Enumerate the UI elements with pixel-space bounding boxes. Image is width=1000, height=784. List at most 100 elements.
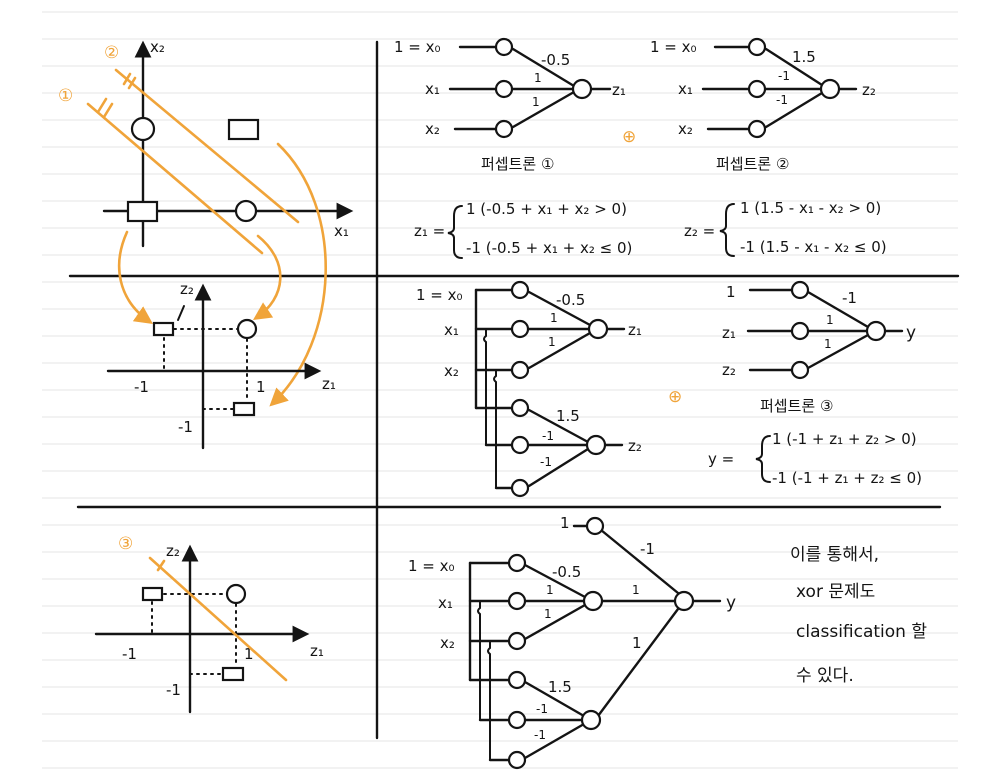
p3-plot-tick-neg1-y: -1 [166,681,181,699]
full-top-bias-label: 1 [560,514,570,532]
p3-plot-box-top [141,586,164,602]
full-output-neuron [673,590,695,612]
p2-weight-x1: -1 [778,69,790,83]
p1-x2-label: x₂ [425,120,440,138]
full-weight-h1-x1: 1 [546,583,554,597]
x1-axis-label: x₁ [334,222,349,240]
separator-line-3 [148,556,288,682]
mid-bias-label: 1 = x₀ [416,286,463,304]
p2-x2-label: x₂ [678,120,693,138]
mid-top-output-label: z₁ [628,321,642,339]
z1-case-positive: 1 (-0.5 + x₁ + x₂ > 0) [466,200,627,218]
mapping-arrows [117,142,327,407]
p3-plot-tick-pos1-x: 1 [244,645,254,663]
z-plane-separator-plot: z₁ z₂ -1 1 -1 ③ [94,534,324,714]
marker-two: ② [104,43,119,63]
conclusion-note: 이를 통해서, xor 문제도 classification 할 수 있다. [790,545,927,686]
p3-weight-z1: 1 [826,313,834,327]
full-hidden-neuron-1 [582,590,604,612]
y-case-negative: -1 (-1 + z₁ + z₂ ≤ 0) [772,469,922,487]
marker-three: ③ [118,534,133,554]
p3-weight-bias: -1 [842,289,857,307]
mid-top-weight-x1: 1 [550,311,558,325]
separator-line-1 [86,102,264,255]
full-weight-h2-bias: 1.5 [548,678,572,696]
mid-x2-label: x₂ [444,362,459,380]
p2-x1-label: x₁ [678,80,693,98]
p3-plot-tick-neg1-x: -1 [122,645,137,663]
conclusion-line-2: xor 문제도 [796,582,875,602]
p3-caption: 퍼셉트론 ③ [760,397,833,415]
full-weight-h1-bias: -0.5 [552,563,581,581]
mid-bottom-weight-x1: -1 [542,429,554,443]
xor-input-plot: x₁ x₂ ① ② [58,38,354,255]
p3-bias-label: 1 [726,283,736,301]
p2-weight-x2: -1 [776,93,788,107]
plus-sign-middle: ⊕ [668,387,682,407]
p1-weight-x1: 1 [534,71,542,85]
mid-x1-label: x₁ [444,321,459,339]
p1-weight-x2: 1 [532,95,540,109]
mid-top-weight-bias: -0.5 [556,291,585,309]
point-box-1-1 [227,118,260,141]
full-hidden-neuron-2 [580,709,602,731]
z2-case-negative: -1 (1.5 - x₁ - x₂ ≤ 0) [740,238,887,256]
mapped-box-bottom [232,401,256,417]
p3-output-neuron [865,320,887,342]
perceptron-2-diagram: 1 = x₀ x₁ x₂ 1.5 -1 -1 z₂ 퍼셉트론 ② [650,37,876,173]
z-plane-mapped-plot: z₁ z₂ -1 1 -1 [106,280,336,450]
conclusion-line-4: 수 있다. [796,666,854,686]
p3-z2-label: z₂ [722,361,736,379]
p2-output-neuron [819,78,841,100]
y-formula-lhs: y = [708,450,734,468]
formula-y: y = 1 (-1 + z₁ + z₂ > 0) -1 (-1 + z₁ + z… [708,430,922,487]
p3-plot-z1-axis-label: z₁ [310,642,324,660]
z1-formula-lhs: z₁ = [414,222,445,240]
plus-sign-top: ⊕ [622,127,636,147]
perceptron-3-diagram: 1 z₁ z₂ -1 1 1 y 퍼셉트론 ③ [722,280,916,415]
full-weight-h1-x2: 1 [544,607,552,621]
point-circle-0-1 [130,116,156,142]
point-box-0-0 [126,200,159,223]
z2-case-positive: 1 (1.5 - x₁ - x₂ > 0) [740,199,881,217]
y-case-positive: 1 (-1 + z₁ + z₂ > 0) [772,430,917,448]
conclusion-line-3: classification 할 [796,622,927,642]
mid-bottom-output-label: z₂ [628,437,642,455]
perceptron-1-diagram: 1 = x₀ x₁ x₂ -0.5 1 1 z₁ 퍼셉트론 ① [394,37,626,173]
x2-axis-label: x₂ [150,38,165,56]
full-x2-label: x₂ [440,634,455,652]
marker-one: ① [58,86,73,106]
full-weight-out-h2: 1 [632,634,642,652]
p2-bias-label: 1 = x₀ [650,38,697,56]
mid-bottom-weight-x2: -1 [540,455,552,469]
z2-axis-label: z₂ [180,280,194,298]
full-weight-top-bias: -1 [640,540,655,558]
full-bias-label: 1 = x₀ [408,557,455,575]
separator-line-2 [114,68,300,224]
hidden-layer-network: 1 = x₀ x₁ x₂ -0.5 1 1 z₁ 1.5 -1 -1 [416,280,642,498]
full-xor-network: 1 = x₀ x₁ x₂ 1 -1 -0.5 1 [408,514,736,770]
grid-dividers [68,40,960,740]
p1-caption: 퍼셉트론 ① [481,155,554,173]
mid-bottom-weight-bias: 1.5 [556,407,580,425]
p3-plot-circle [225,583,247,605]
point-circle-1-0 [234,199,258,223]
mid-top-output-neuron [587,318,609,340]
z2-formula-lhs: z₂ = [684,222,715,240]
p1-x1-label: x₁ [425,80,440,98]
formula-z1: z₁ = 1 (-0.5 + x₁ + x₂ > 0) -1 (-0.5 + x… [414,200,632,259]
p1-output-neuron [571,78,593,100]
full-output-label: y [726,593,736,613]
p1-bias-label: 1 = x₀ [394,38,441,56]
full-weight-h2-x2: -1 [534,728,546,742]
p3-plot-box-bottom [221,666,245,682]
mid-bottom-output-neuron [585,434,607,456]
p3-z1-label: z₁ [722,324,736,342]
p2-weight-bias: 1.5 [792,48,816,66]
p3-plot-z2-axis-label: z₂ [166,542,180,560]
conclusion-line-1: 이를 통해서, [790,545,879,565]
formula-z2: z₂ = 1 (1.5 - x₁ - x₂ > 0) -1 (1.5 - x₁ … [684,199,887,257]
p2-caption: 퍼셉트론 ② [716,155,789,173]
mapped-circle [236,318,258,340]
z1-axis-label: z₁ [322,375,336,393]
